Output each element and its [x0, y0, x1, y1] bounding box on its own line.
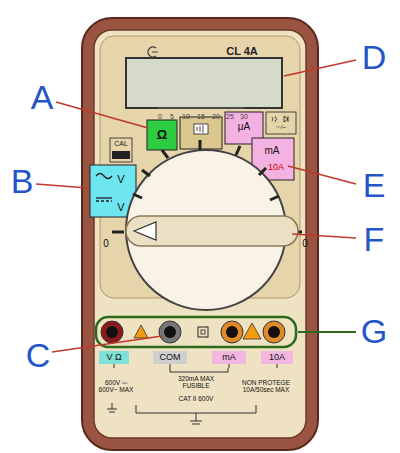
rating-note: NON PROTEGE 10A/50sec MAX: [240, 379, 292, 393]
scale-number: 30: [240, 113, 248, 121]
callout-letter: E: [363, 167, 386, 204]
range-label: μA: [238, 121, 250, 132]
button-label: CAL: [114, 140, 128, 148]
terminal-label: 10A: [269, 353, 285, 363]
range-label: 10A: [268, 163, 284, 173]
off-label: 0: [302, 238, 308, 249]
callout-letter: B: [11, 163, 34, 200]
callout-letter: F: [364, 221, 385, 258]
callout-letter: C: [26, 337, 51, 374]
scale-number: 0: [158, 113, 162, 121]
callout-letter: D: [362, 39, 387, 76]
range-label: mA: [265, 145, 280, 156]
callout-letter: G: [361, 313, 387, 350]
scale-number: 5: [170, 113, 174, 121]
scale-number: 20: [212, 113, 220, 121]
scale-number: 10: [182, 113, 190, 121]
rating-note: 320mA MAX FUSIBLE: [172, 375, 220, 389]
scale-number: 25: [226, 113, 234, 121]
rating-note: 600V ⎓ 600V~ MAX: [97, 379, 135, 393]
scale-number: 15: [197, 113, 205, 121]
rating-note: CAT II 600V: [179, 395, 214, 402]
callout-letter: A: [31, 79, 54, 116]
terminal-label: V Ω: [106, 353, 121, 363]
terminal-label: mA: [222, 353, 236, 363]
range-label: Ω: [157, 128, 167, 142]
terminal-label: COM: [160, 353, 181, 363]
range-label: V: [117, 201, 124, 213]
range-label: V: [117, 173, 124, 185]
model-name: CL 4A: [226, 45, 258, 57]
range-label: ⎓/~: [276, 124, 286, 131]
off-label: 0: [103, 238, 109, 249]
